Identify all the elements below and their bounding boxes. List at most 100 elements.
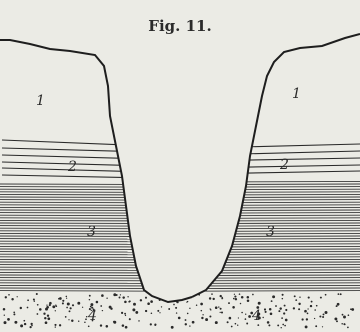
hatch-line	[0, 291, 160, 292]
stipple-dot	[215, 321, 218, 324]
stipple-dot	[245, 314, 246, 315]
layer-label-2-left: 2	[67, 159, 77, 175]
stipple-dot	[322, 326, 323, 327]
stipple-dot	[282, 298, 284, 300]
stipple-dot	[227, 321, 229, 323]
stipple-dot	[67, 303, 70, 306]
stipple-dot	[89, 299, 90, 300]
hatch-line	[0, 283, 160, 284]
hatch-line	[190, 280, 360, 281]
stipple-dot	[234, 294, 235, 295]
stipple-dot	[228, 302, 230, 304]
stipple-dot	[245, 318, 247, 320]
stipple-dot	[294, 295, 296, 297]
stipple-dot	[5, 296, 7, 298]
stipple-dot	[299, 296, 300, 297]
stipple-dot	[235, 323, 237, 325]
stipple-dot	[340, 293, 342, 295]
stipple-dot	[185, 323, 187, 325]
stipple-dot	[37, 313, 39, 315]
stipple-dot	[58, 298, 60, 300]
stipple-dot	[264, 308, 266, 310]
stipple-dot	[66, 307, 68, 309]
stipple-dot	[23, 320, 25, 322]
stipple-dot	[238, 317, 239, 318]
stipple-dot	[154, 325, 156, 327]
stipple-dot	[27, 307, 29, 309]
stipple-dot	[62, 302, 64, 304]
stipple-dot	[277, 324, 279, 326]
stipple-dot	[109, 306, 112, 309]
stipple-dot	[27, 299, 29, 301]
stipple-dot	[127, 296, 128, 297]
stipple-dot	[336, 305, 338, 307]
stipple-dot	[278, 310, 280, 312]
stipple-dot	[13, 311, 15, 313]
stipple-dot	[220, 308, 222, 310]
stipple-dot	[265, 311, 267, 313]
stipple-dot	[314, 318, 315, 319]
stipple-dot	[310, 305, 312, 307]
figure-title: Fig. 11.	[148, 17, 211, 35]
stipple-dot	[178, 317, 181, 320]
stipple-dot	[37, 304, 39, 306]
stipple-dot	[252, 294, 254, 296]
stipple-dot	[282, 294, 284, 296]
stipple-dot	[298, 303, 300, 305]
stipple-dot	[220, 312, 221, 313]
stipple-dot	[24, 323, 26, 325]
hatch-line	[0, 285, 160, 286]
stipple-dot	[4, 315, 5, 316]
stipple-dot	[210, 309, 211, 310]
stipple-dot	[113, 321, 116, 324]
stipple-dot	[202, 314, 203, 315]
stipple-dot	[125, 315, 126, 316]
stipple-dot	[47, 315, 49, 317]
stipple-dot	[323, 313, 325, 315]
stipple-dot	[46, 304, 47, 305]
stipple-dot	[31, 323, 32, 324]
stipple-dot	[100, 324, 102, 326]
stipple-dot	[187, 301, 188, 302]
stipple-dot	[14, 321, 17, 324]
stipple-dot	[138, 320, 140, 322]
hatch-line	[0, 278, 160, 279]
stipple-dot	[241, 312, 243, 314]
stipple-dot	[240, 303, 242, 305]
stipple-dot	[159, 312, 160, 313]
stipple-dot	[66, 296, 68, 298]
stipple-dot	[151, 313, 153, 315]
stipple-dot	[20, 324, 23, 327]
stipple-dot	[325, 294, 327, 296]
stipple-dot	[168, 308, 170, 310]
layer-label-1-left: 1	[36, 93, 45, 109]
stipple-dot	[232, 306, 235, 309]
stipple-dot	[196, 304, 197, 305]
hatch-line	[0, 280, 160, 281]
stipple-dot	[145, 297, 147, 299]
stipple-dot	[34, 300, 35, 301]
stipple-dot	[239, 293, 241, 295]
stipple-dot	[129, 318, 131, 320]
stipple-dot	[281, 327, 282, 328]
stipple-dot	[281, 317, 283, 319]
stipple-dot	[262, 317, 263, 318]
stipple-dot	[284, 325, 286, 327]
hatch-line	[0, 275, 160, 276]
stipple-dot	[171, 326, 174, 329]
stipple-dot	[275, 305, 277, 307]
stipple-dot	[192, 321, 195, 324]
stipple-dot	[69, 310, 71, 312]
stipple-dot	[316, 305, 318, 307]
stipple-dot	[119, 297, 121, 299]
stipple-dot	[268, 324, 270, 326]
stipple-dot	[311, 301, 313, 303]
stipple-dot	[65, 316, 67, 318]
stipple-dot	[36, 293, 38, 295]
stipple-dot	[220, 295, 222, 297]
stipple-dot	[135, 311, 138, 314]
stipple-dot	[322, 316, 324, 318]
stipple-dot	[3, 308, 6, 311]
stipple-dot	[77, 302, 80, 305]
stipple-dot	[342, 314, 344, 316]
